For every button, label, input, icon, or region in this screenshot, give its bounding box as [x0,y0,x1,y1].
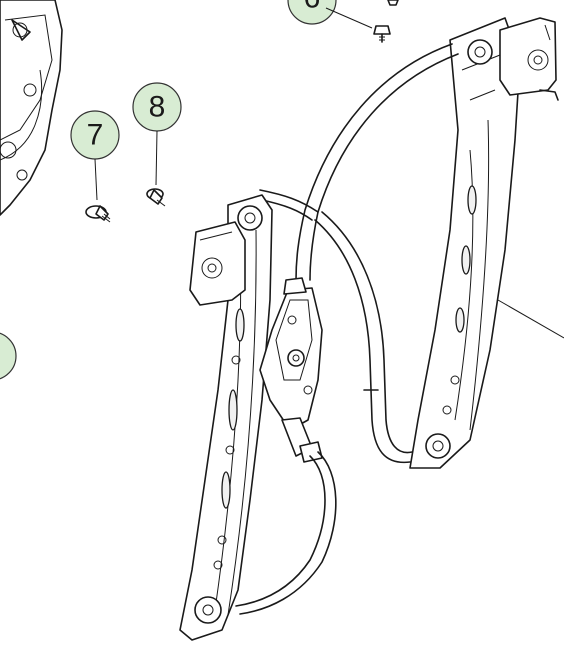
callout-partial-left [0,332,17,380]
screw-8 [146,188,166,207]
callout-6: 6 [287,0,373,29]
cable-from-motor [259,189,319,221]
rear-mount-bracket [499,17,559,101]
leader-line-right [497,299,564,339]
callout-8: 8 [132,82,182,186]
front-mount-bracket [189,221,246,306]
screw-6 [373,0,399,43]
cable-lower [314,211,413,464]
screw-7 [85,205,111,223]
drive-unit [259,277,323,463]
cable-lower-loop [235,451,337,615]
cable-upper [295,43,459,281]
callout-8-label: 8 [149,91,166,124]
door-panel-fragment [0,0,63,216]
callout-6-label: 6 [304,0,321,15]
callout-7-label: 7 [87,119,104,152]
callout-7: 7 [70,110,120,201]
